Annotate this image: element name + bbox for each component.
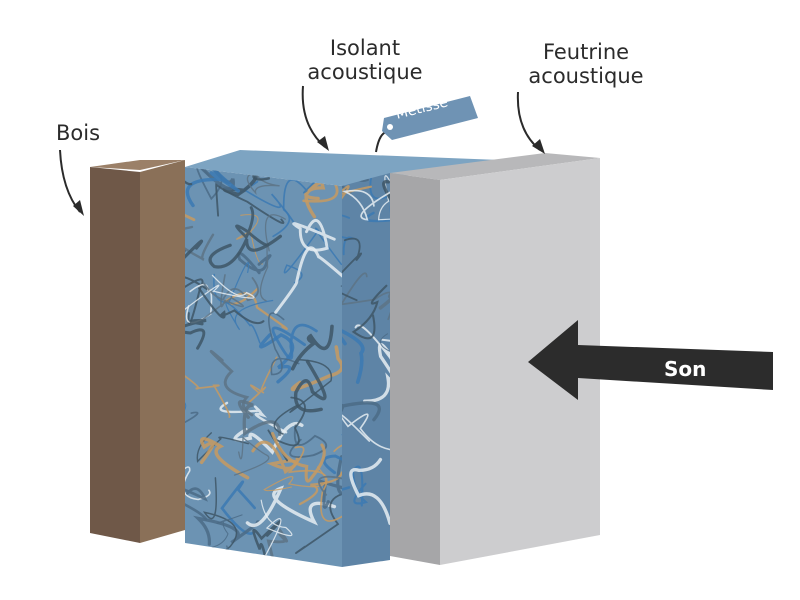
fiber-strand <box>185 409 199 442</box>
fiber-strand <box>219 401 288 434</box>
fiber-strand <box>349 457 390 525</box>
wood-side-face <box>140 160 185 543</box>
fiber-strand <box>318 441 342 496</box>
son-label: Son <box>664 357 707 381</box>
feutrine-label-line1: Feutrine <box>542 40 630 64</box>
isolant-label-line2: acoustique <box>307 60 423 84</box>
isolant-pointer-icon <box>301 85 326 148</box>
fiber-strand <box>354 324 390 361</box>
fiber-strand <box>185 283 213 324</box>
fiber-strand <box>293 359 327 413</box>
sound-arrow-icon <box>528 320 773 400</box>
fiber-strand <box>266 528 289 567</box>
felt-top-face <box>390 153 600 180</box>
fiber-strand <box>217 167 271 181</box>
fiber-strand <box>290 345 342 392</box>
fiber-strand <box>287 445 342 522</box>
fiber-strand <box>185 546 214 567</box>
wood-front-face <box>90 167 140 543</box>
felt-side-face <box>390 173 440 565</box>
fiber-strand <box>298 471 342 506</box>
isolant-pointer-arrowhead-icon <box>317 136 329 151</box>
fiber-strand <box>185 559 232 567</box>
fiber-strand <box>185 318 207 350</box>
brand-tag-icon <box>375 96 478 153</box>
fiber-strand <box>199 436 250 480</box>
fiber-strand <box>259 332 295 384</box>
fiber-strand <box>272 172 326 238</box>
fiber-strand <box>225 262 274 331</box>
feutrine-pointer-icon <box>516 91 541 151</box>
fiber-strand <box>342 185 372 216</box>
fiber-strand <box>302 167 342 203</box>
bois-pointer-arrowhead-icon <box>73 200 84 216</box>
fiber-strand <box>342 272 390 321</box>
fiber-strand <box>198 287 265 325</box>
fiber-strand <box>342 187 390 221</box>
fiber-strand <box>211 514 243 548</box>
fiber-strand <box>233 436 270 476</box>
fiber-strand <box>342 413 390 451</box>
fiber-strand <box>213 273 261 344</box>
fiber-strand <box>185 239 203 284</box>
feutrine-pointer-arrowhead-icon <box>532 139 545 154</box>
wood-top-face <box>90 160 185 170</box>
fiber-strand <box>271 431 326 483</box>
insulation-fiber-texture-side <box>342 173 390 525</box>
felt-layer <box>390 153 600 565</box>
fiber-strand <box>365 182 390 229</box>
fiber-strand <box>220 480 256 535</box>
fiber-strand <box>271 323 318 360</box>
fiber-strand <box>342 322 365 384</box>
insulation-layer <box>185 150 500 567</box>
fiber-strand <box>237 251 272 275</box>
fiber-strand <box>185 167 223 201</box>
fiber-strand <box>342 237 362 302</box>
feutrine-label-line2: acoustique <box>528 64 644 88</box>
fiber-strand <box>342 401 381 459</box>
fiber-strand <box>351 284 388 340</box>
insulation-top-face <box>185 150 500 186</box>
fiber-strand <box>208 234 282 269</box>
fiber-strand <box>292 218 336 252</box>
fiber-strand <box>268 312 300 376</box>
insulation-front-face <box>185 167 342 567</box>
isolant-label-line1: Isolant <box>329 36 401 60</box>
fiber-strand <box>273 359 333 435</box>
fiber-strand <box>205 545 241 567</box>
fiber-strand <box>209 349 254 417</box>
fiber-strand <box>245 485 337 528</box>
feutrine-acoustique-label: Feutrine acoustique <box>518 40 654 88</box>
fiber-strand <box>236 214 263 265</box>
fiber-strand <box>290 324 334 371</box>
wood-layer <box>90 160 185 543</box>
fiber-strand <box>185 274 255 311</box>
fiber-strand <box>382 180 390 273</box>
fiber-strand <box>185 225 215 261</box>
fiber-strand <box>380 333 390 395</box>
fiber-strand <box>233 422 304 455</box>
fiber-strand <box>202 274 244 320</box>
bois-label: Bois <box>56 121 101 145</box>
fiber-strand <box>185 482 208 521</box>
fiber-strand <box>185 167 241 208</box>
fiber-strand <box>260 499 293 559</box>
fiber-strand <box>185 369 231 418</box>
fiber-strand <box>267 396 306 462</box>
fiber-strand <box>215 182 285 224</box>
fiber-strand <box>202 277 259 302</box>
fiber-strand <box>378 248 390 310</box>
fiber-strand <box>235 206 270 247</box>
fiber-strand <box>274 246 342 314</box>
fiber-strand <box>185 466 211 506</box>
felt-front-face <box>440 158 600 565</box>
fiber-strand <box>322 408 342 475</box>
fiber-strand <box>252 520 282 567</box>
fiber-strand <box>377 175 390 221</box>
fiber-strand <box>295 486 342 554</box>
isolant-acoustique-label: Isolant acoustique <box>300 36 430 84</box>
fiber-strand <box>364 173 390 200</box>
